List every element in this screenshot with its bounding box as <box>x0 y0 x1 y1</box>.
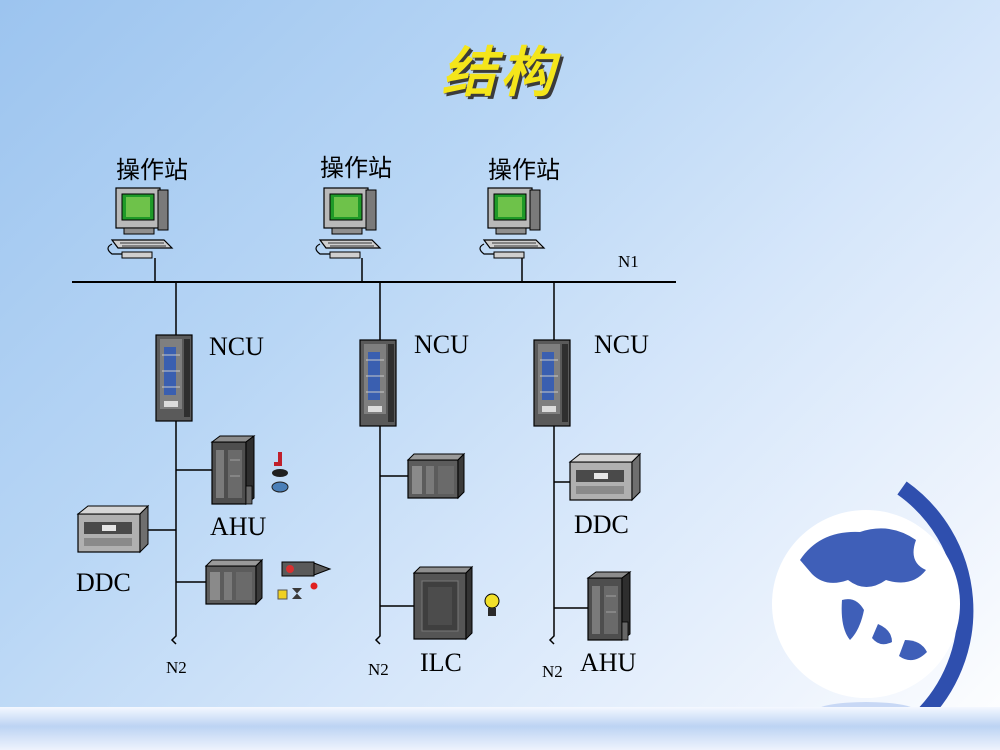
ahu-2-icon <box>587 571 631 641</box>
operator-station-2-icon <box>315 187 381 259</box>
ncu-3-icon <box>533 339 571 427</box>
bottom-bar <box>0 707 1000 750</box>
controller-module-2-icon <box>407 453 465 499</box>
ncu-2-label: NCU <box>414 330 469 359</box>
ddc-2-icon <box>569 453 641 501</box>
ahu-2-label: AHU <box>580 648 637 677</box>
ilc-label: ILC <box>420 648 462 677</box>
n2-bus-line-1 <box>170 421 177 645</box>
slide-title: 结构 <box>442 41 558 104</box>
ncu-1-icon <box>155 334 193 422</box>
sensor-icons-1 <box>271 452 289 493</box>
controller-module-1-icon <box>205 559 263 605</box>
ncu-1-label: NCU <box>209 332 264 361</box>
operator-station-1-icon <box>107 187 173 259</box>
ahu-1-label: AHU <box>210 512 267 541</box>
ncu-3-label: NCU <box>594 330 649 359</box>
operator-station-2-label: 操作站 <box>320 154 392 182</box>
ddc-1-label: DDC <box>76 568 131 597</box>
n2-bus-line-2 <box>374 426 381 645</box>
n2-label-3: N2 <box>542 662 563 681</box>
n2-label-2: N2 <box>368 660 389 679</box>
ilc-icon <box>413 566 473 640</box>
n1-label: N1 <box>618 252 639 271</box>
ncu-2-icon <box>359 339 397 427</box>
operator-station-3-label: 操作站 <box>488 156 560 184</box>
lamp-icon <box>484 593 500 616</box>
ddc-2-label: DDC <box>574 510 629 539</box>
ddc-1-icon <box>77 505 149 553</box>
n2-label-1: N2 <box>166 658 187 677</box>
operator-station-3-icon <box>479 187 545 259</box>
actuator-icons <box>277 561 332 600</box>
globe-logo-icon <box>772 481 974 724</box>
ahu-1-icon <box>211 435 255 505</box>
operator-station-1-label: 操作站 <box>116 156 188 184</box>
n2-bus-line-3 <box>548 426 555 645</box>
